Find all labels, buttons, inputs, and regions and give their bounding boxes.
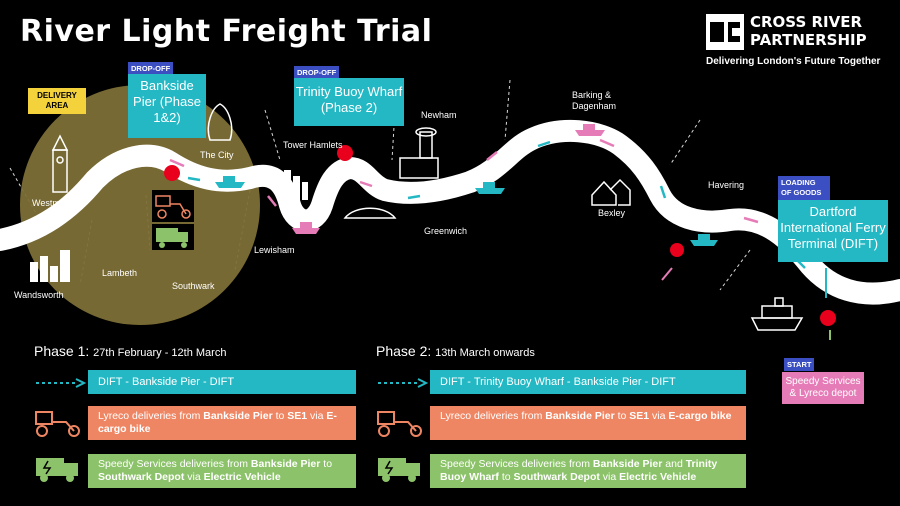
phase1-dates: 27th February - 12th March <box>93 347 227 359</box>
dartford-callout: Dartford International Ferry Terminal (D… <box>778 200 888 262</box>
control-tower-icon <box>399 127 439 179</box>
borough-boundary <box>504 79 511 141</box>
bankside-pier-pin <box>164 165 180 181</box>
electric-van-icon <box>378 458 420 482</box>
route-arrow <box>659 185 667 199</box>
label-southwark: Southwark <box>172 281 215 291</box>
start-tag: START <box>784 358 815 371</box>
phase1-heading: Phase 1: 27th February - 12th March <box>34 343 226 359</box>
phase2-route-bar: DIFT - Trinity Buoy Wharf - Bankside Pie… <box>430 370 746 394</box>
route-arrow <box>407 194 421 200</box>
e-cargo-bike-icon <box>35 411 80 437</box>
big-ben-icon <box>51 134 69 193</box>
phase2-heading: Phase 2: 13th March onwards <box>376 343 535 359</box>
phase2-lyreco-bar: Lyreco deliveries from Bankside Pier to … <box>430 406 746 440</box>
phase1-speedy-text: Speedy Services deliveries from Bankside… <box>98 458 333 483</box>
boat-icon <box>475 182 505 194</box>
phase2-lyreco-text: Lyreco deliveries from Bankside Pier to … <box>440 410 732 422</box>
gherkin-icon <box>207 103 233 141</box>
phase1-route-bar: DIFT - Bankside Pier - DIFT <box>88 370 356 394</box>
route-arrow <box>743 216 759 224</box>
pier-pin <box>670 243 684 257</box>
logo-tagline: Delivering London's Future Together <box>706 56 881 67</box>
phase2-title: Phase 2: <box>376 343 432 359</box>
label-greenwich: Greenwich <box>424 226 468 236</box>
dashed-arrow-icon <box>378 378 428 388</box>
trinity-dropoff-tag: DROP-OFF <box>294 66 340 79</box>
delivery-area-circle <box>20 85 260 325</box>
label-tower-hamlets: Tower Hamlets <box>283 140 343 150</box>
tower-hamlets-skyline-icon <box>284 170 308 200</box>
route-arrow <box>359 180 373 188</box>
o2-dome-icon <box>343 207 397 219</box>
thames-map <box>0 79 900 340</box>
boat-icon <box>215 176 245 188</box>
label-bexley: Bexley <box>598 208 626 218</box>
borough-boundary <box>719 249 751 291</box>
electric-van-icon <box>36 458 78 482</box>
label-westminster: Westminster <box>32 198 82 208</box>
label-the-city: The City <box>200 150 234 160</box>
loading-tag: LOADING OF GOODS <box>778 176 830 200</box>
route-arrow <box>599 138 615 148</box>
bankside-dropoff-tag: DROP-OFF <box>128 62 174 75</box>
e-cargo-bike-icon <box>377 411 422 437</box>
bankside-pier-callout: Bankside Pier (Phase 1&2) <box>128 74 206 138</box>
phase1-lyreco-bar: Lyreco deliveries from Bankside Pier to … <box>88 406 356 440</box>
logo-mark-icon <box>706 14 744 50</box>
label-lewisham: Lewisham <box>254 245 295 255</box>
skyline-icon <box>30 250 70 282</box>
phase2-dates: 13th March onwards <box>435 347 535 359</box>
trinity-buoy-pin <box>337 145 353 161</box>
logo-line-2: PARTNERSHIP <box>750 31 867 49</box>
label-lambeth: Lambeth <box>102 268 138 278</box>
phase1-lyreco-text: Lyreco deliveries from Bankside Pier to … <box>98 410 337 435</box>
route-arrow <box>486 151 498 161</box>
boat-icon <box>690 234 718 246</box>
label-barking: Barking & Dagenham <box>572 90 617 111</box>
route-arrow <box>169 158 185 168</box>
start-callout: Speedy Services & Lyreco depot <box>782 372 864 404</box>
river-thames <box>0 119 900 305</box>
label-wandsworth: Wandsworth <box>14 290 64 300</box>
delivery-area-tag: DELIVERY AREA <box>28 88 86 114</box>
boat-icon <box>575 124 605 136</box>
dashed-arrow-icon <box>36 378 86 388</box>
route-arrow <box>537 140 551 148</box>
route-arrow <box>187 176 201 182</box>
borough-boundary <box>264 109 281 161</box>
cross-river-logo: CROSS RIVER PARTNERSHIP Delivering Londo… <box>706 12 896 72</box>
label-newham: Newham <box>421 110 457 120</box>
phase2-speedy-bar: Speedy Services deliveries from Bankside… <box>430 454 746 488</box>
connector-arrow <box>661 267 673 281</box>
e-cargo-bike-icon <box>152 190 194 222</box>
phase2-speedy-text: Speedy Services deliveries from Bankside… <box>440 458 718 483</box>
route-arrow <box>267 195 277 207</box>
electric-van-icon <box>152 224 194 250</box>
phase1-title: Phase 1: <box>34 343 90 359</box>
borough-boundary <box>669 119 701 166</box>
logo-line-1: CROSS RIVER <box>750 13 863 31</box>
trinity-buoy-callout: Trinity Buoy Wharf (Phase 2) <box>294 78 404 126</box>
boat-icon <box>292 222 320 234</box>
label-havering: Havering <box>708 180 745 190</box>
ferry-icon <box>750 297 804 331</box>
dartford-pin <box>820 310 836 326</box>
houses-icon <box>591 178 631 206</box>
page-title: River Light Freight Trial <box>20 14 433 49</box>
phase1-speedy-bar: Speedy Services deliveries from Bankside… <box>88 454 356 488</box>
